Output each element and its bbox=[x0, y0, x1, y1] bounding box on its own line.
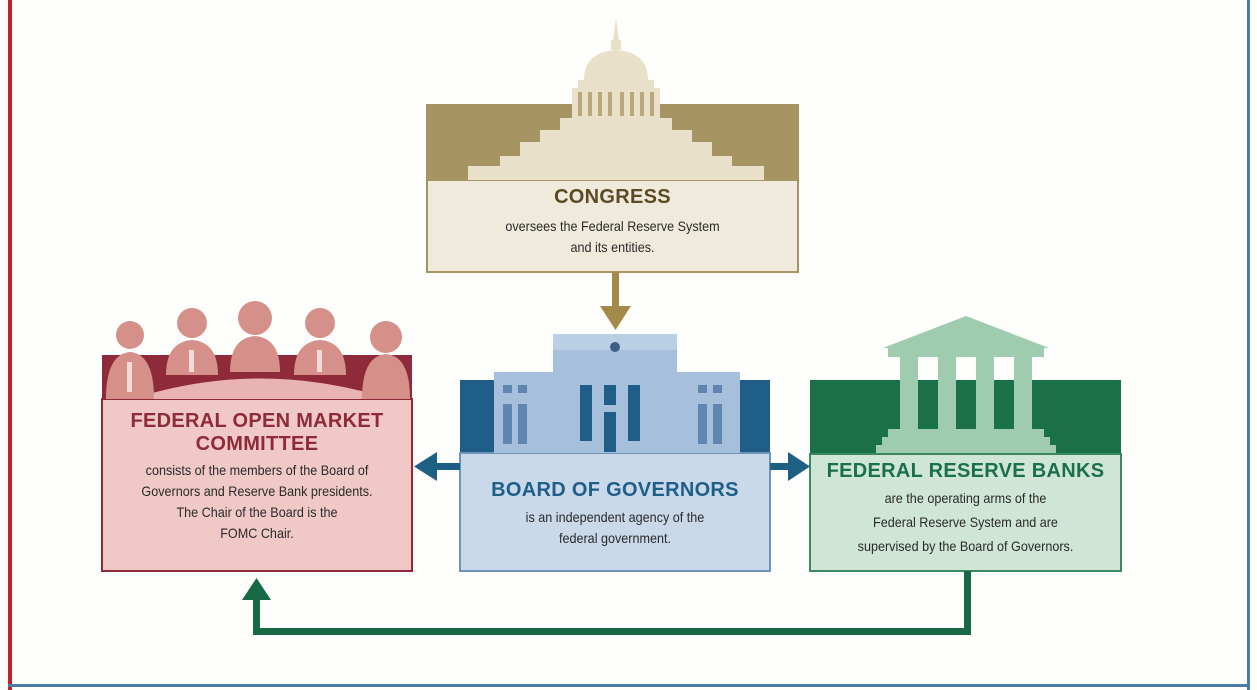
frame-right-border bbox=[1247, 0, 1250, 690]
congress-description-line-1: oversees the Federal Reserve System bbox=[505, 218, 720, 234]
arrow-board-to-banks bbox=[770, 452, 810, 481]
fomc-node bbox=[101, 301, 413, 572]
fomc-box bbox=[101, 398, 413, 572]
eccles-building-icon bbox=[494, 334, 740, 453]
board-node bbox=[459, 334, 771, 572]
fomc-title-line-1: FEDERAL OPEN MARKET bbox=[130, 410, 384, 432]
banks-box bbox=[809, 453, 1122, 572]
board-title: BOARD OF GOVERNORS bbox=[491, 479, 739, 501]
fomc-description-line-2: Governors and Reserve Bank presidents. bbox=[141, 483, 373, 499]
arrow-board-to-fomc bbox=[414, 452, 460, 481]
board-description-line-2: federal government. bbox=[558, 530, 672, 546]
arrow-banks-to-fomc bbox=[242, 571, 971, 635]
congress-box bbox=[426, 179, 799, 273]
board-box bbox=[459, 452, 771, 572]
fomc-description-line-3: The Chair of the Board is the bbox=[176, 504, 338, 520]
capitol-building-icon bbox=[468, 18, 764, 180]
fomc-table-arc bbox=[132, 378, 390, 399]
frame-left-border bbox=[8, 0, 12, 690]
banks-description-line-2: Federal Reserve System and are bbox=[873, 514, 1058, 530]
banks-node bbox=[809, 316, 1122, 572]
fomc-description-line-1: consists of the members of the Board of bbox=[145, 462, 369, 478]
board-description-line-1: is an independent agency of the bbox=[525, 509, 705, 525]
banks-title: FEDERAL RESERVE BANKS bbox=[826, 460, 1105, 482]
capitol-columns-icon bbox=[578, 92, 654, 116]
fomc-title-line-2: COMMITTEE bbox=[195, 433, 319, 455]
congress-node bbox=[426, 18, 799, 273]
bank-columns-icon bbox=[876, 316, 1056, 453]
frame-bottom-border bbox=[8, 684, 1250, 687]
congress-title: CONGRESS bbox=[554, 186, 671, 208]
arrow-congress-to-board bbox=[600, 272, 631, 330]
banks-description-line-1: are the operating arms of the bbox=[884, 490, 1047, 506]
ties-icon bbox=[127, 350, 322, 392]
congress-description-line-2: and its entities. bbox=[570, 239, 655, 255]
banks-description-line-3: supervised by the Board of Governors. bbox=[857, 538, 1074, 554]
fomc-description-line-4: FOMC Chair. bbox=[220, 525, 294, 541]
